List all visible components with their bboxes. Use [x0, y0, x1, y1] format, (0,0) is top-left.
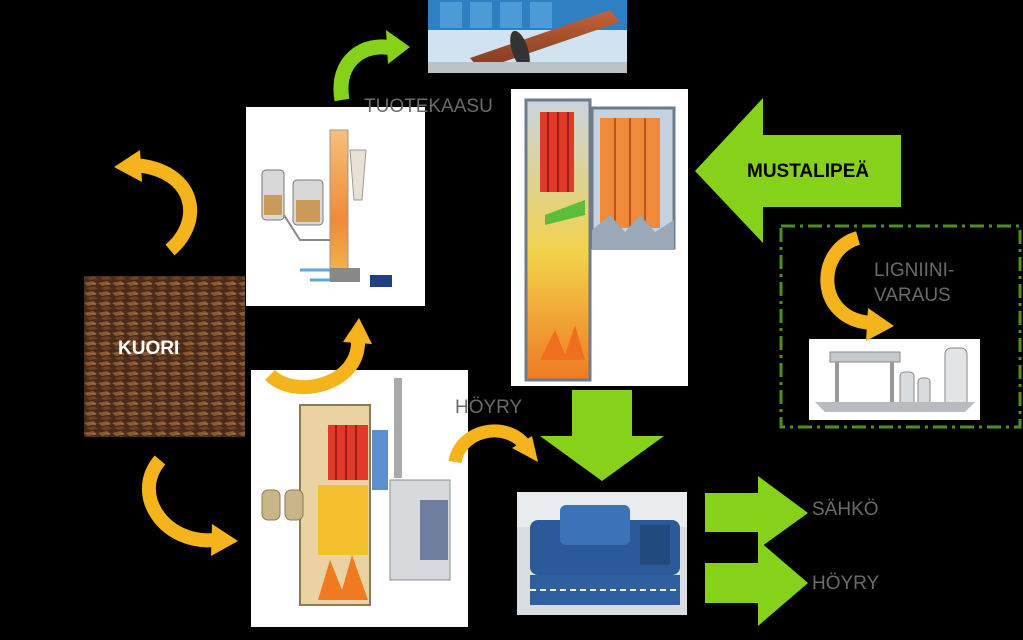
down-arrow: [540, 390, 664, 481]
tuotekaasu-curved-arrow: [333, 30, 410, 102]
gasifier-image: [246, 107, 425, 306]
ligniini-label-line2: VARAUS: [874, 285, 951, 306]
bark-up-curved-arrow: [114, 150, 198, 256]
kuori-label: KUORI: [118, 338, 180, 359]
hoyry-mid-label: HÖYRY: [455, 397, 523, 418]
lignin-dashed-box: [779, 224, 1022, 429]
mustalipea-label: MUSTALIPEÄ: [747, 161, 870, 182]
kiln-photo: [428, 0, 627, 73]
mustalipea-arrow: [695, 98, 901, 243]
hoyry-out-label: HÖYRY: [812, 573, 880, 594]
bio-boiler-image: [251, 370, 468, 627]
tuotekaasu-label: TUOTEKAASU: [364, 96, 493, 117]
sahko-label: SÄHKÖ: [812, 499, 879, 520]
recovery-boiler-image: [511, 89, 688, 386]
ligniini-label-line1: LIGNIINI-: [874, 260, 955, 281]
hoyry-curved-arrow: [448, 424, 538, 464]
sahko-arrow: [705, 476, 808, 549]
lignin-plant-image: [809, 339, 980, 420]
bark-photo: [84, 276, 245, 437]
bark-down-curved-arrow: [142, 455, 238, 556]
lignin-curved-arrow: [820, 231, 894, 341]
hoyry-out-arrow: [705, 540, 808, 626]
boiler-to-gasifier-curved-arrow: [265, 318, 372, 395]
turbine-photo: [517, 492, 687, 615]
